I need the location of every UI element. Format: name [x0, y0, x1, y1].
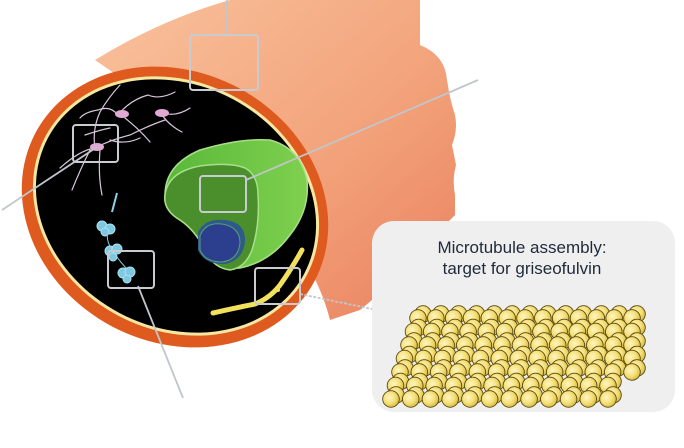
- callout-caption: Microtubule assembly: target for griseof…: [372, 237, 672, 279]
- nucleus: [198, 219, 245, 265]
- tubulin-lattice: [382, 305, 646, 408]
- vacuole-box[interactable]: [199, 175, 247, 213]
- cytoskeleton-box[interactable]: [72, 124, 119, 163]
- microtubule-box[interactable]: [254, 267, 301, 305]
- highlight-boxes: [72, 34, 301, 305]
- callout-line-1: Microtubule assembly:: [437, 238, 607, 257]
- microtubule-fragment: [276, 288, 280, 292]
- vesicle-box[interactable]: [107, 250, 155, 289]
- callout-line-2: target for griseofulvin: [442, 259, 602, 278]
- cell-wall-box[interactable]: [189, 34, 259, 91]
- leader-lines: [1, 0, 479, 399]
